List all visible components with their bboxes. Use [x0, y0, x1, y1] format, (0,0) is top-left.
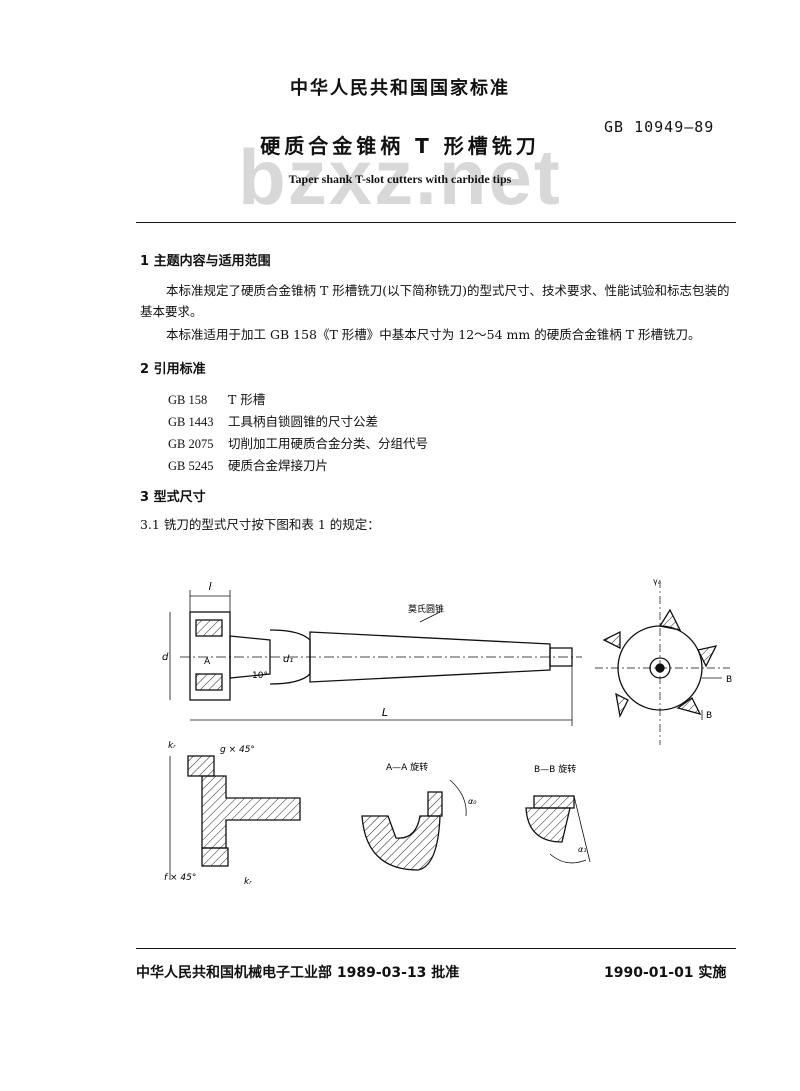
section-mark-a: A — [204, 657, 211, 667]
reference-code: GB 1443 — [168, 415, 214, 429]
cutter-end-view — [595, 580, 730, 745]
chamfer-f-label: f × 45° — [164, 873, 196, 883]
section-1-paragraph-2: 本标准适用于加工 GB 158《T 形槽》中基本尺寸为 12～54 mm 的硬质… — [140, 324, 740, 345]
angle-label: 10° — [252, 671, 268, 681]
reference-code: GB 2075 — [168, 437, 214, 451]
tooth-detail-view — [169, 755, 301, 880]
reference-code: GB 5245 — [168, 459, 214, 473]
reference-item: GB 2075 切削加工用硬质合金分类、分组代号 — [168, 433, 428, 452]
reference-item: GB 158 T 形槽 — [168, 389, 265, 408]
document-title-zh: 硬质合金锥柄 T 形槽铣刀 — [260, 134, 540, 158]
section-b-b-title: B—B 旋转 — [534, 763, 576, 775]
clearance-angle-a1: α₁ — [578, 845, 586, 854]
chamfer-g-label: g × 45° — [220, 745, 255, 755]
dimension-L: L — [382, 706, 388, 719]
section-a-a — [361, 779, 467, 871]
cutter-side-view — [169, 590, 582, 726]
section-b-b — [525, 795, 591, 864]
corner-angle-bottom: kᵣ — [244, 877, 252, 887]
footer-divider — [136, 948, 736, 949]
section-2-title: 2 引用标准 — [140, 362, 206, 377]
approval-info: 中华人民共和国机械电子工业部 1989-03-13 批准 — [136, 965, 460, 981]
dimension-l: l — [208, 580, 211, 593]
standard-number: GB 10949—89 — [604, 118, 715, 136]
issuing-authority: 中华人民共和国国家标准 — [290, 78, 510, 99]
clearance-angle-a0: α₀ — [468, 797, 477, 806]
header-divider — [136, 222, 736, 223]
section-mark-b: B — [706, 711, 712, 721]
reference-name: T 形槽 — [228, 392, 266, 407]
section-1-p1-text: 本标准规定了硬质合金锥柄 T 形槽铣刀(以下简称铣刀)的型式尺寸、技术要求、性能… — [140, 283, 730, 319]
morse-taper-label: 莫氏圆锥 — [408, 603, 444, 615]
section-1-paragraph-1: 本标准规定了硬质合金锥柄 T 形槽铣刀(以下简称铣刀)的型式尺寸、技术要求、性能… — [140, 280, 740, 322]
effective-date: 1990-01-01 实施 — [604, 965, 727, 981]
section-3-clause-1: 3.1 铣刀的型式尺寸按下图和表 1 的规定： — [140, 517, 380, 532]
document-title-en: Taper shank T-slot cutters with carbide … — [288, 172, 512, 186]
reference-item: GB 1443 工具柄自锁圆锥的尺寸公差 — [168, 411, 378, 430]
taper-shank — [309, 631, 551, 683]
section-3-title: 3 型式尺寸 — [140, 490, 206, 505]
reference-name: 工具柄自锁圆锥的尺寸公差 — [228, 414, 379, 429]
section-mark-b: B — [726, 675, 732, 685]
technical-drawing: l L d d₁ 10° A 莫氏圆锥 B B γₒ kᵣ g × 45° f … — [162, 577, 732, 887]
neck — [229, 635, 271, 679]
reference-item: GB 5245 硬质合金焊接刀片 — [168, 455, 328, 474]
reference-name: 硬质合金焊接刀片 — [228, 458, 329, 473]
section-a-a-title: A—A 旋转 — [386, 761, 428, 773]
reference-code: GB 158 — [168, 393, 208, 407]
section-1-p2-text: 本标准适用于加工 GB 158《T 形槽》中基本尺寸为 12～54 mm 的硬质… — [166, 327, 701, 342]
carbide-tip — [195, 673, 223, 691]
reference-name: 切削加工用硬质合金分类、分组代号 — [228, 436, 429, 451]
carbide-tip — [195, 619, 223, 637]
watermark: bzxz.net — [238, 133, 562, 221]
section-profile — [201, 775, 301, 849]
dimension-d1: d₁ — [283, 654, 293, 665]
section-1-title: 1 主题内容与适用范围 — [140, 254, 271, 269]
dimension-d: d — [162, 652, 169, 663]
corner-angle-top: kᵣ — [168, 741, 176, 751]
rake-angle-label: γₒ — [653, 577, 661, 586]
